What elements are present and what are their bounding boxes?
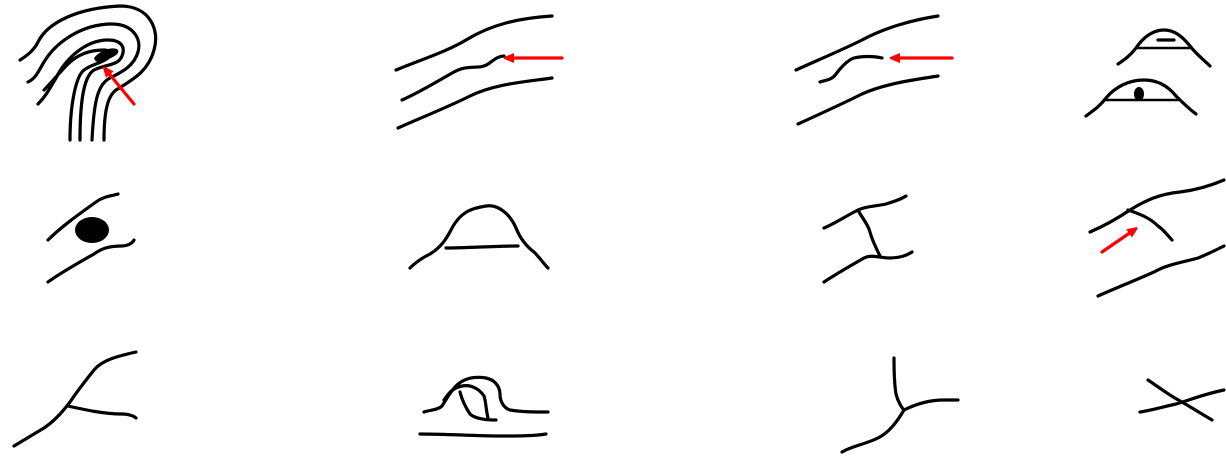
panel-channel-with-blob — [48, 194, 134, 282]
branch-main-curve — [14, 352, 136, 446]
channel-lower-line — [48, 240, 134, 282]
mound-base-line — [446, 246, 518, 248]
bridge-connector — [858, 210, 880, 256]
kink-middle-line — [820, 57, 882, 83]
crossing-lower-line — [1098, 246, 1224, 296]
panel-branching-curve — [14, 352, 136, 446]
fold-innermost-line — [44, 50, 110, 140]
y-junction-left-branch — [842, 410, 904, 452]
crossing-connector — [1128, 210, 1172, 240]
lower-mound-inclusion — [1134, 87, 1144, 101]
loop-stem — [460, 392, 496, 420]
fold-middle-line — [28, 24, 139, 140]
panel-parallel-bump — [396, 16, 562, 128]
panel-loop-over-baseline — [420, 377, 548, 436]
fold-outer-line — [20, 6, 156, 140]
panel-single-mound — [410, 206, 548, 268]
loop-inner-path — [444, 386, 488, 418]
panel-parallel-kink — [796, 16, 952, 124]
y-junction-right-branch — [904, 400, 958, 410]
mound-outline — [410, 206, 548, 268]
bump-top-line — [396, 16, 552, 70]
x-crossing-line-b — [1140, 390, 1224, 412]
panel-y-junction — [842, 358, 958, 452]
kink-top-line — [796, 16, 938, 70]
panel-hairpin-fold — [20, 6, 156, 140]
bridge-lower-line — [824, 252, 912, 282]
channel-blob — [75, 217, 109, 243]
x-crossing-line-a — [1148, 380, 1212, 420]
panel-mounds-with-inclusions — [1086, 30, 1210, 116]
bump-bottom-line — [398, 78, 552, 128]
panel-crossing-connection — [1090, 180, 1224, 296]
panel-bridge-connection — [824, 196, 912, 282]
y-junction-stem — [894, 358, 904, 410]
panel-x-crossing — [1140, 380, 1224, 420]
branch-side-line — [68, 406, 136, 418]
loop-baseline — [420, 434, 546, 436]
crossing-red-arrow — [1102, 230, 1134, 252]
